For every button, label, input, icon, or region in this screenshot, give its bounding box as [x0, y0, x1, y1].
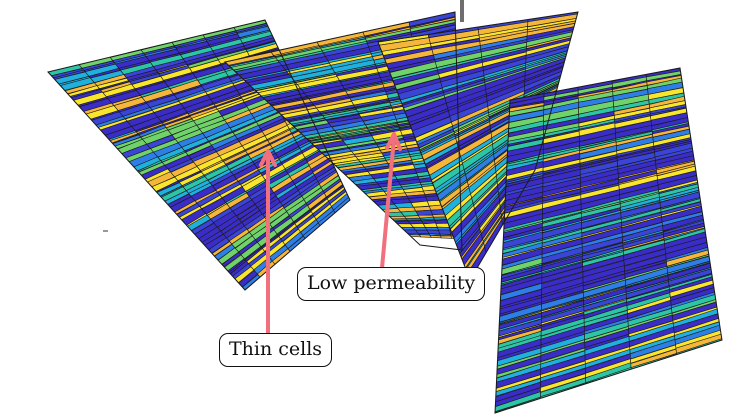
thin-cells-callout: Thin cells [219, 333, 333, 367]
grid-cell [407, 220, 424, 225]
grid-cell [422, 222, 438, 228]
low-permeability-callout: Low permeability [297, 267, 486, 301]
block-outline [223, 11, 463, 251]
block-outline [494, 67, 723, 414]
grid-cell [415, 209, 434, 216]
grid-cell [400, 210, 419, 217]
grid-cell [429, 234, 442, 239]
grid-cell [333, 196, 350, 214]
block-outlines [47, 11, 723, 414]
grid-cell [440, 235, 452, 239]
block-outline [377, 11, 579, 282]
arrow-icon [259, 149, 277, 336]
arrow-icon [380, 132, 402, 270]
block-outline [47, 19, 351, 291]
grid-cell [418, 234, 432, 238]
